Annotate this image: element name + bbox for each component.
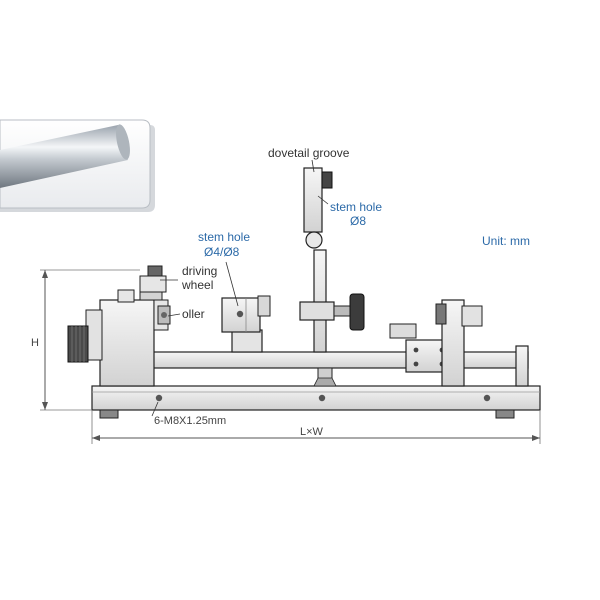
clamp-handle <box>333 293 365 331</box>
roller <box>157 305 171 325</box>
indicator-stand <box>299 167 365 353</box>
mount-hole <box>155 394 163 402</box>
rod-photo-inset <box>0 119 155 212</box>
guide-bar <box>149 345 529 387</box>
label-stem-hole-top: stem hole <box>330 200 382 214</box>
stem-hole-holder-left <box>221 295 271 353</box>
label-unit: Unit: mm <box>482 234 530 248</box>
label-dovetail-groove: dovetail groove <box>268 146 350 160</box>
base-plate <box>91 385 541 419</box>
knurled-knob <box>67 325 89 363</box>
label-stem-hole-top-size: Ø8 <box>350 214 366 228</box>
length-dimension <box>91 410 541 444</box>
tailstock <box>389 299 483 387</box>
label-roller: oller <box>182 307 205 321</box>
leader-lines <box>151 159 329 417</box>
headstock <box>67 265 171 387</box>
mount-hole <box>483 394 491 402</box>
height-dimension <box>40 269 140 411</box>
label-stem-hole-left: stem hole <box>198 230 250 244</box>
label-wheel: wheel <box>181 278 213 292</box>
label-stem-hole-left-size: Ø4/Ø8 <box>204 245 240 259</box>
mount-hole <box>318 394 326 402</box>
driving-wheel <box>139 265 167 301</box>
label-height: H <box>31 337 39 349</box>
label-mount-holes: 6-M8X1.25mm <box>154 415 226 427</box>
label-driving: driving <box>182 264 217 278</box>
steel-rod-image <box>0 124 130 188</box>
label-length-width: L×W <box>300 426 324 438</box>
